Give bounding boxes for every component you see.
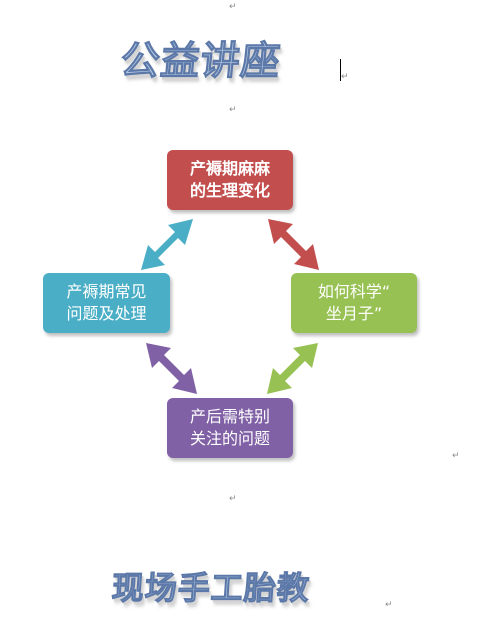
node-text-line: 产后需特别 [189, 407, 270, 426]
node-text-line: 问题及处理 [66, 304, 147, 323]
node-text-line: 的生理变化 [189, 181, 270, 200]
paragraph-mark: ↵ [229, 2, 237, 12]
arrow-top-right [268, 219, 319, 270]
node-text-line: 产褥期麻麻 [189, 159, 270, 178]
paragraph-mark: ↵ [385, 600, 393, 610]
wordart-subtitle[interactable]: 现场手工胎教 [110, 569, 312, 608]
node-postpartum-changes[interactable]: 产褥期麻麻 的生理变化 [167, 150, 293, 210]
arrow-bottom-right [267, 343, 318, 394]
node-text-line: 如何科学“ [317, 282, 391, 301]
paragraph-mark: ↵ [229, 494, 237, 504]
paragraph-mark: ↵ [229, 105, 237, 115]
arrow-top-left [141, 219, 193, 270]
text-cursor [340, 59, 341, 81]
node-text-line: 产褥期常见 [66, 282, 147, 301]
node-special-attention[interactable]: 产后需特别 关注的问题 [167, 398, 293, 458]
paragraph-mark: ↵ [341, 72, 349, 82]
node-common-problems[interactable]: 产褥期常见 问题及处理 [43, 273, 170, 333]
node-text-line: 坐月子” [325, 304, 383, 323]
node-confinement[interactable]: 如何科学“ 坐月子” [291, 273, 417, 333]
paragraph-mark: ↵ [452, 451, 460, 461]
node-text-line: 关注的问题 [189, 429, 270, 448]
arrow-bottom-left [146, 343, 197, 394]
